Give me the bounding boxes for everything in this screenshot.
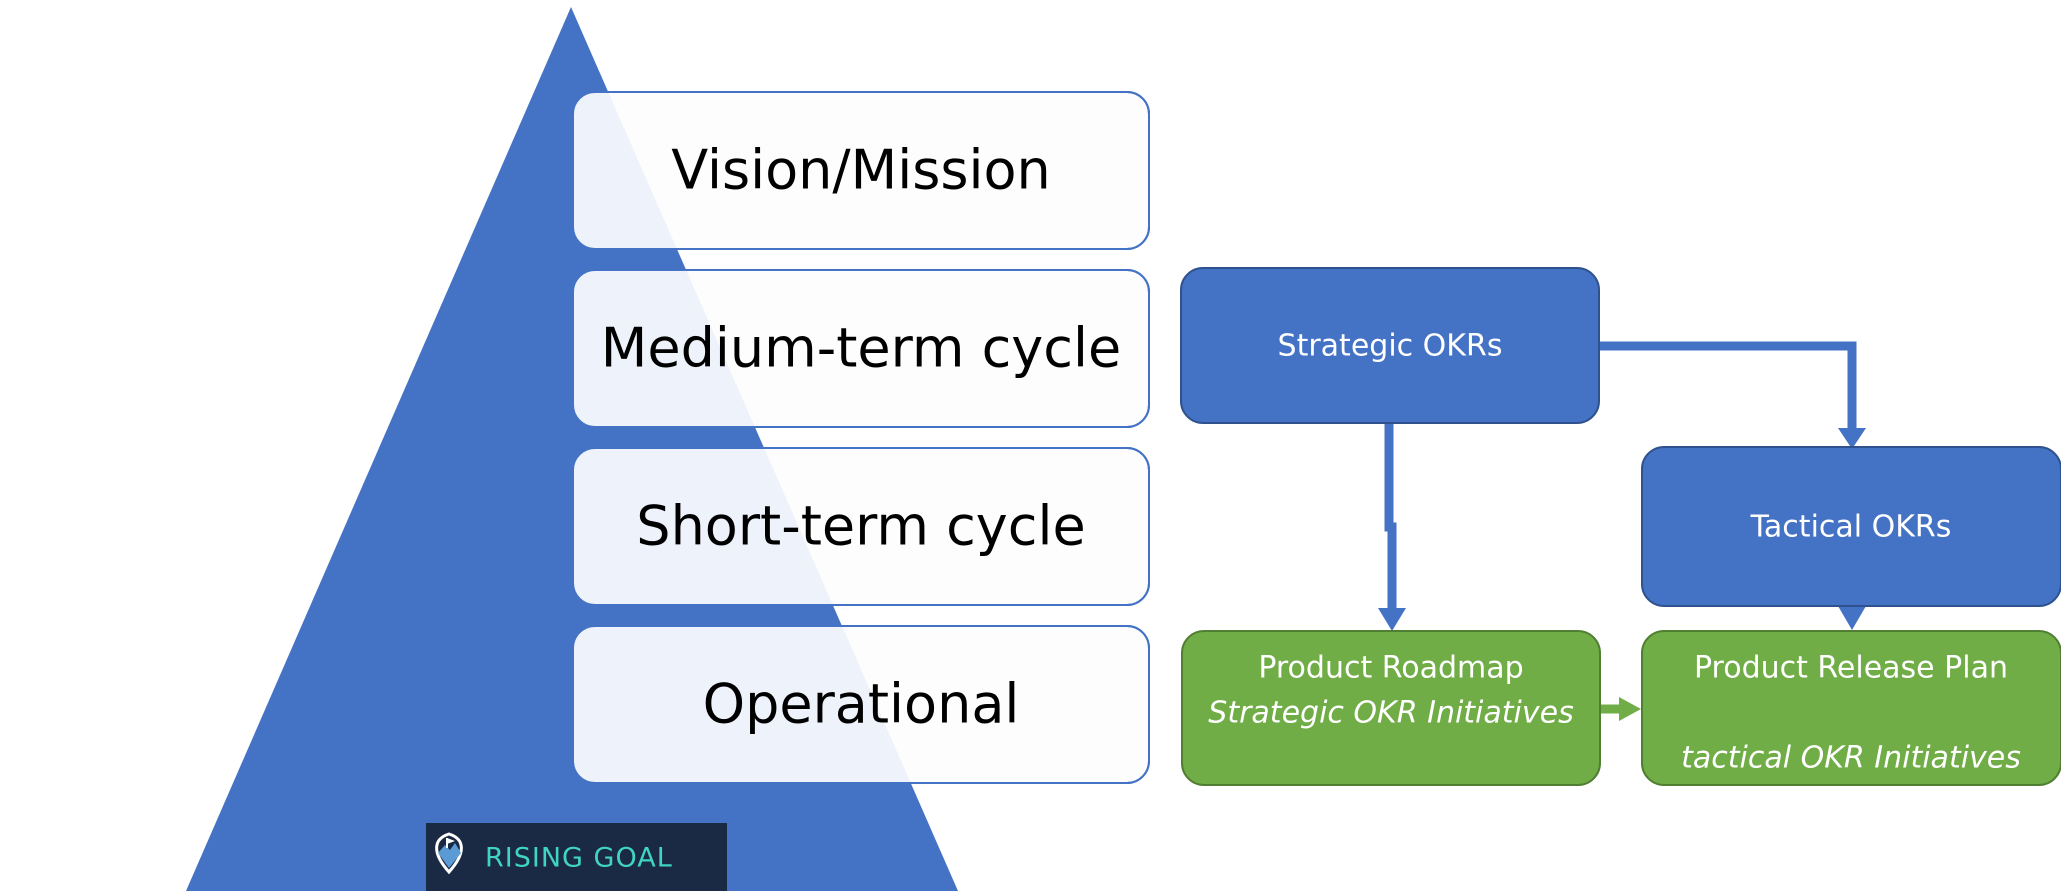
strategic-okrs-box: Strategic OKRs [1180, 267, 1600, 424]
arrow-tactical-to-release-plan [1838, 606, 1866, 630]
level-label-operational: Operational [703, 673, 1020, 736]
product-roadmap-subtitle: Strategic OKR Initiatives [1208, 696, 1573, 731]
product-release-plan-box: Product Release Plan tactical OKR Initia… [1641, 630, 2061, 786]
tactical-okrs-label: Tactical OKRs [1750, 510, 1952, 545]
product-release-plan-subtitle: tactical OKR Initiatives [1681, 741, 2021, 776]
arrow-strategic-to-roadmap [1378, 423, 1406, 631]
map-pin-mountain-icon [435, 832, 463, 875]
logo-text: RISING GOAL [485, 843, 673, 874]
product-roadmap-title: Product Roadmap [1258, 651, 1523, 686]
level-label-vision: Vision/Mission [671, 139, 1050, 202]
pyramid-level-vision: Vision/Mission [572, 91, 1150, 250]
tactical-okrs-box: Tactical OKRs [1641, 446, 2061, 607]
pyramid-level-operational: Operational [572, 625, 1150, 784]
product-release-plan-title: Product Release Plan [1694, 651, 2008, 686]
rising-goal-logo: RISING GOAL [426, 823, 727, 891]
arrow-roadmap-to-release-plan [1601, 697, 1641, 721]
level-label-short-term: Short-term cycle [636, 495, 1085, 558]
product-roadmap-box: Product Roadmap Strategic OKR Initiative… [1181, 630, 1601, 786]
level-label-medium-term: Medium-term cycle [601, 317, 1121, 380]
pyramid-level-short-term: Short-term cycle [572, 447, 1150, 606]
pyramid-level-medium-term: Medium-term cycle [572, 269, 1150, 428]
arrow-strategic-to-tactical [1600, 341, 1866, 449]
strategic-okrs-label: Strategic OKRs [1278, 329, 1503, 364]
